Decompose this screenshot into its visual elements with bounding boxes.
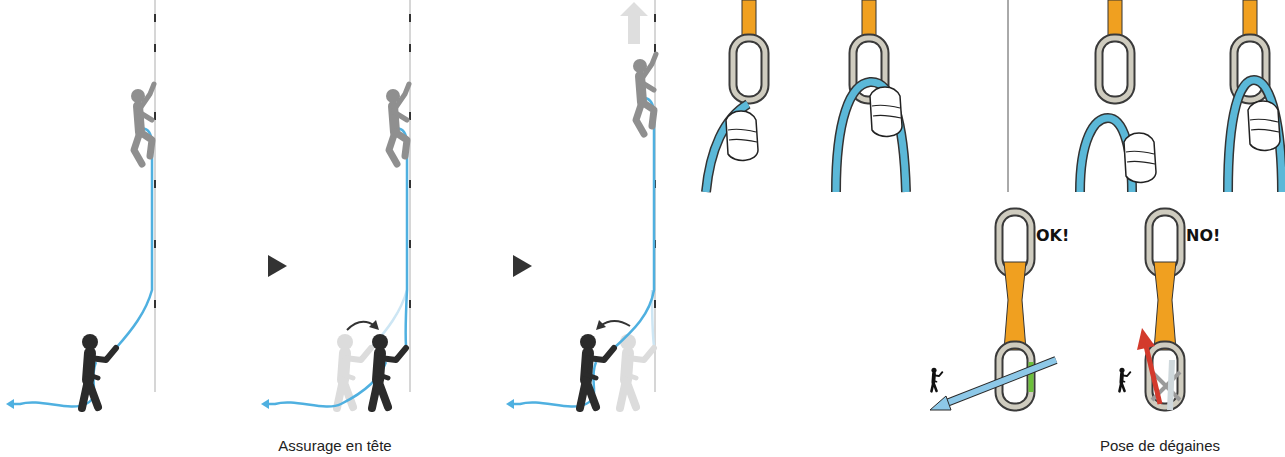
hand (1124, 133, 1156, 182)
status-label: OK! (1036, 228, 1069, 244)
clip-step (836, 0, 906, 192)
hand (1248, 101, 1280, 150)
belayer (82, 334, 116, 408)
climber-icon (931, 368, 942, 392)
step-arrow (513, 255, 532, 277)
bolts (154, 14, 156, 308)
caption: Assurage en tête (278, 438, 391, 453)
rope-outline (1228, 80, 1282, 192)
rope (116, 128, 152, 348)
caption: Pose de dégaines (1100, 438, 1220, 453)
sling (1154, 262, 1176, 350)
rope-end-arrow (506, 399, 514, 409)
carabiner (1099, 38, 1131, 100)
rope (1228, 80, 1282, 192)
clip-step (1080, 0, 1156, 192)
belayer (372, 334, 406, 408)
wrong-direction (1146, 346, 1160, 404)
belay-panel (6, 0, 155, 409)
quickdraw-wrong (1119, 212, 1181, 410)
bolts (409, 14, 411, 308)
belay-panel (506, 0, 656, 409)
arrow-head (1137, 328, 1155, 350)
rope (944, 360, 1056, 404)
slack-rope (267, 362, 386, 407)
rope-end-arrow (261, 399, 269, 409)
divider (1008, 0, 1009, 192)
climber-icon (1119, 368, 1130, 392)
clip-step (706, 0, 765, 192)
wall (409, 0, 411, 392)
status-label: NO! (1186, 228, 1220, 244)
rope-outline (836, 82, 906, 192)
clip-step (1228, 0, 1282, 192)
climber (633, 54, 656, 134)
ghost-belayer (620, 334, 654, 408)
arrow-head (369, 320, 379, 330)
rope-end-arrow (6, 399, 14, 409)
rope-outline (944, 360, 1056, 404)
step-arrow (268, 255, 287, 277)
wall (154, 0, 156, 392)
belayer (580, 334, 614, 408)
hand (870, 87, 902, 136)
sling (1004, 262, 1026, 350)
climber (386, 84, 409, 164)
hand (726, 111, 758, 160)
arrow-head (596, 320, 606, 330)
upward-arrow (620, 2, 648, 44)
rope (1170, 360, 1172, 410)
climber-icon (1119, 368, 1130, 392)
rope-direction (930, 396, 951, 410)
belay-panel (261, 0, 410, 409)
rope (836, 82, 906, 192)
climber-icon (931, 368, 942, 392)
move-arrow (600, 321, 630, 326)
climber (131, 84, 154, 164)
rope (614, 98, 654, 348)
carabiner (733, 38, 765, 100)
